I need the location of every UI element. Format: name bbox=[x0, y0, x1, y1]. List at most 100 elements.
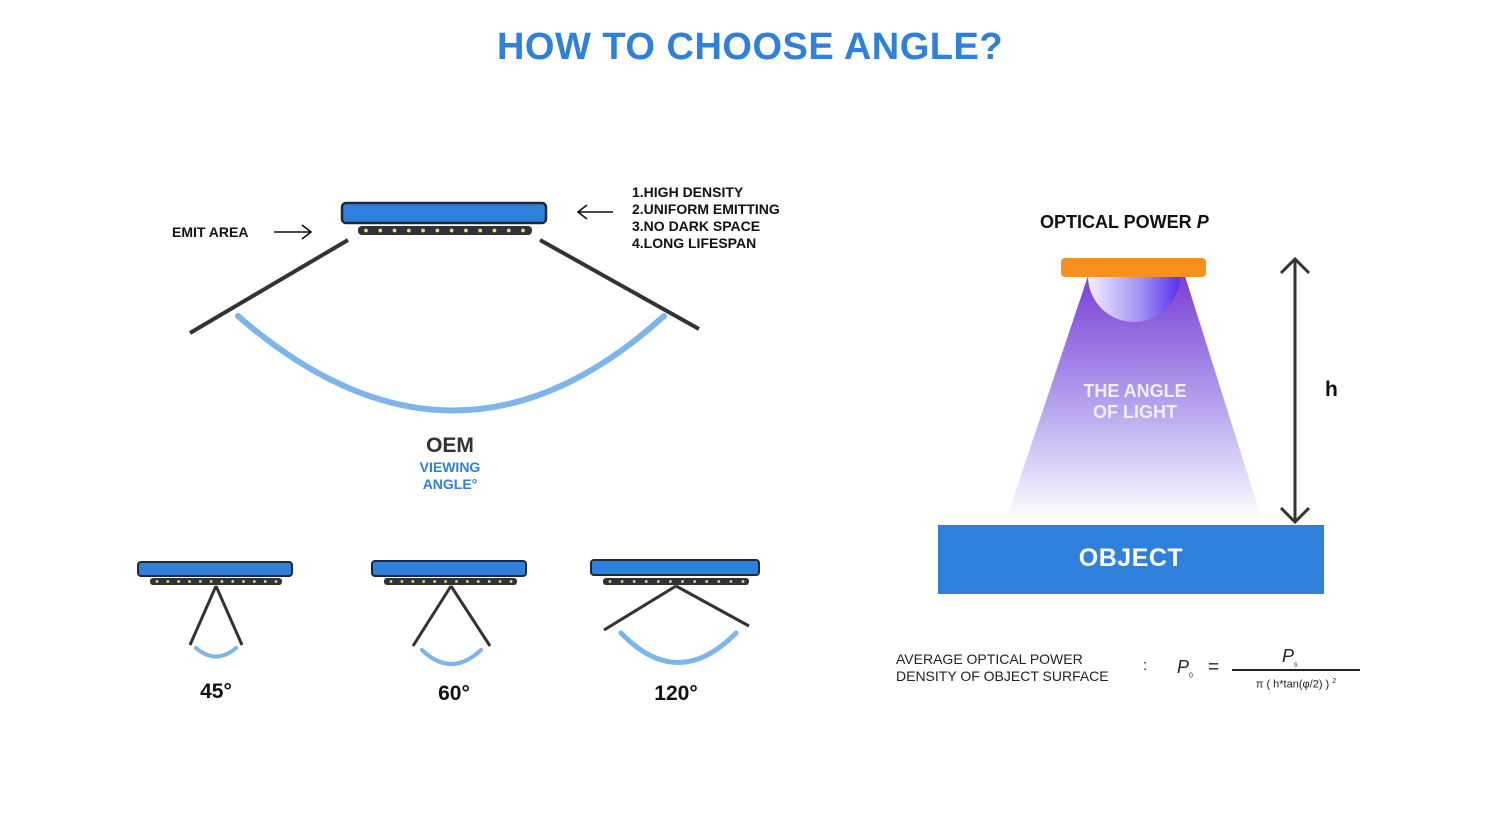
led-dot bbox=[231, 580, 235, 583]
led-dot bbox=[498, 580, 502, 583]
led-dot bbox=[693, 580, 697, 583]
led-dot bbox=[487, 580, 491, 583]
led-dot bbox=[198, 580, 202, 583]
feature-item: 3.NO DARK SPACE bbox=[632, 218, 761, 234]
light-beam bbox=[1006, 276, 1262, 520]
led-dot bbox=[242, 580, 245, 583]
led-dot bbox=[411, 580, 415, 583]
led-dot bbox=[705, 580, 709, 583]
lhs-symbol: P bbox=[1177, 657, 1190, 677]
oem-label: OEM bbox=[426, 434, 474, 457]
led-dot bbox=[478, 228, 483, 233]
led-dot bbox=[644, 580, 648, 583]
led-dot bbox=[741, 580, 745, 583]
numerator-symbol: P bbox=[1282, 646, 1295, 666]
beam-edge-left bbox=[188, 238, 350, 335]
viewing-angle-arc bbox=[235, 313, 667, 414]
led-dot bbox=[506, 228, 511, 233]
angle-label-45: 45° bbox=[200, 680, 232, 703]
led-dot bbox=[422, 580, 426, 583]
led-dot bbox=[263, 580, 267, 583]
led-dot bbox=[669, 580, 672, 583]
height-label: h bbox=[1325, 378, 1338, 401]
formula-lhs: P0 bbox=[1177, 657, 1193, 680]
formula-description-line: DENSITY OF OBJECT SURFACE bbox=[896, 668, 1109, 684]
formula-denominator: π ( h*tan(φ/2) ) 2 bbox=[1232, 678, 1360, 691]
led-dots bbox=[155, 580, 278, 583]
optical-power-text: OPTICAL POWER bbox=[1040, 212, 1192, 232]
fixture-120 bbox=[590, 559, 760, 665]
led-dot bbox=[492, 228, 497, 233]
led-dot bbox=[406, 228, 411, 233]
angle-of-light-label: THE ANGLE OF LIGHT bbox=[1060, 381, 1210, 423]
led-dot bbox=[209, 580, 213, 583]
formula-description-line: AVERAGE OPTICAL POWER bbox=[896, 651, 1083, 667]
emit-area-label: EMIT AREA bbox=[172, 224, 249, 240]
led-dot bbox=[433, 580, 437, 583]
fixture-60 bbox=[371, 560, 527, 666]
led-dot bbox=[392, 228, 397, 233]
beam-edge-right bbox=[539, 238, 700, 331]
feature-item: 4.LONG LIFESPAN bbox=[632, 235, 757, 251]
led-dot bbox=[632, 580, 636, 583]
features-arrow bbox=[576, 204, 613, 220]
arc-120 bbox=[618, 630, 739, 665]
led-dots bbox=[608, 580, 745, 583]
viewing-angle-label: VIEWING ANGLE° bbox=[390, 459, 510, 493]
led-dots bbox=[389, 580, 513, 583]
led-dot bbox=[252, 580, 256, 583]
formula-description: AVERAGE OPTICAL POWER DENSITY OF OBJECT … bbox=[896, 651, 1109, 685]
led-dot bbox=[509, 580, 513, 583]
page-title: HOW TO CHOOSE ANGLE? bbox=[496, 26, 1004, 68]
led-dot bbox=[389, 580, 393, 583]
denominator-text: π ( h*tan(φ/2) ) bbox=[1255, 678, 1330, 691]
led-dots bbox=[364, 228, 525, 233]
fraction-line bbox=[1232, 669, 1360, 671]
orange-light-source bbox=[1061, 258, 1206, 277]
denominator-exponent: 2 bbox=[1332, 678, 1337, 685]
angle-label-60: 60° bbox=[438, 682, 470, 705]
led-dot bbox=[464, 228, 468, 233]
feature-item: 1.HIGH DENSITY bbox=[632, 184, 744, 200]
led-dot bbox=[177, 580, 181, 583]
optical-power-label: OPTICAL POWER P bbox=[1040, 212, 1209, 233]
viewing-angle-line: ANGLE° bbox=[422, 476, 478, 492]
led-dot bbox=[608, 580, 612, 583]
led-dot bbox=[364, 228, 368, 233]
led-dot bbox=[521, 228, 525, 233]
led-dot bbox=[620, 580, 624, 583]
led-dot bbox=[717, 580, 721, 583]
emit-area-arrow bbox=[274, 224, 313, 240]
led-dot bbox=[476, 580, 480, 583]
feature-list: 1.HIGH DENSITY 2.UNIFORM EMITTING 3.NO D… bbox=[632, 184, 780, 252]
arc-60 bbox=[420, 648, 483, 666]
feature-item: 2.UNIFORM EMITTING bbox=[632, 201, 780, 217]
angle-of-light-line: OF LIGHT bbox=[1093, 402, 1177, 422]
object-label: OBJECT bbox=[1078, 544, 1184, 572]
led-dot bbox=[188, 580, 191, 583]
numerator-subscript: s bbox=[1294, 661, 1298, 669]
oem-fixture bbox=[340, 201, 548, 235]
fixture-housing bbox=[340, 201, 548, 225]
led-dot bbox=[421, 228, 425, 233]
led-dot bbox=[681, 580, 684, 583]
led-dot bbox=[465, 580, 469, 583]
viewing-angle-line: VIEWING bbox=[419, 459, 481, 475]
led-strip bbox=[358, 226, 532, 235]
led-dot bbox=[455, 580, 458, 583]
led-dot bbox=[378, 228, 383, 233]
optical-power-symbol: P bbox=[1196, 212, 1209, 232]
led-dot bbox=[449, 228, 454, 233]
led-dome bbox=[1088, 276, 1180, 322]
height-arrow bbox=[1279, 256, 1311, 525]
angle-of-light-line: THE ANGLE bbox=[1083, 381, 1187, 401]
formula-equals: = bbox=[1208, 657, 1220, 678]
formula-colon: : bbox=[1143, 657, 1148, 674]
led-dot bbox=[444, 580, 447, 583]
led-dot bbox=[166, 580, 170, 583]
led-dot bbox=[220, 580, 224, 583]
angle-label-120: 120° bbox=[654, 682, 698, 705]
arc-45 bbox=[194, 646, 238, 659]
lhs-subscript: 0 bbox=[1189, 672, 1193, 680]
